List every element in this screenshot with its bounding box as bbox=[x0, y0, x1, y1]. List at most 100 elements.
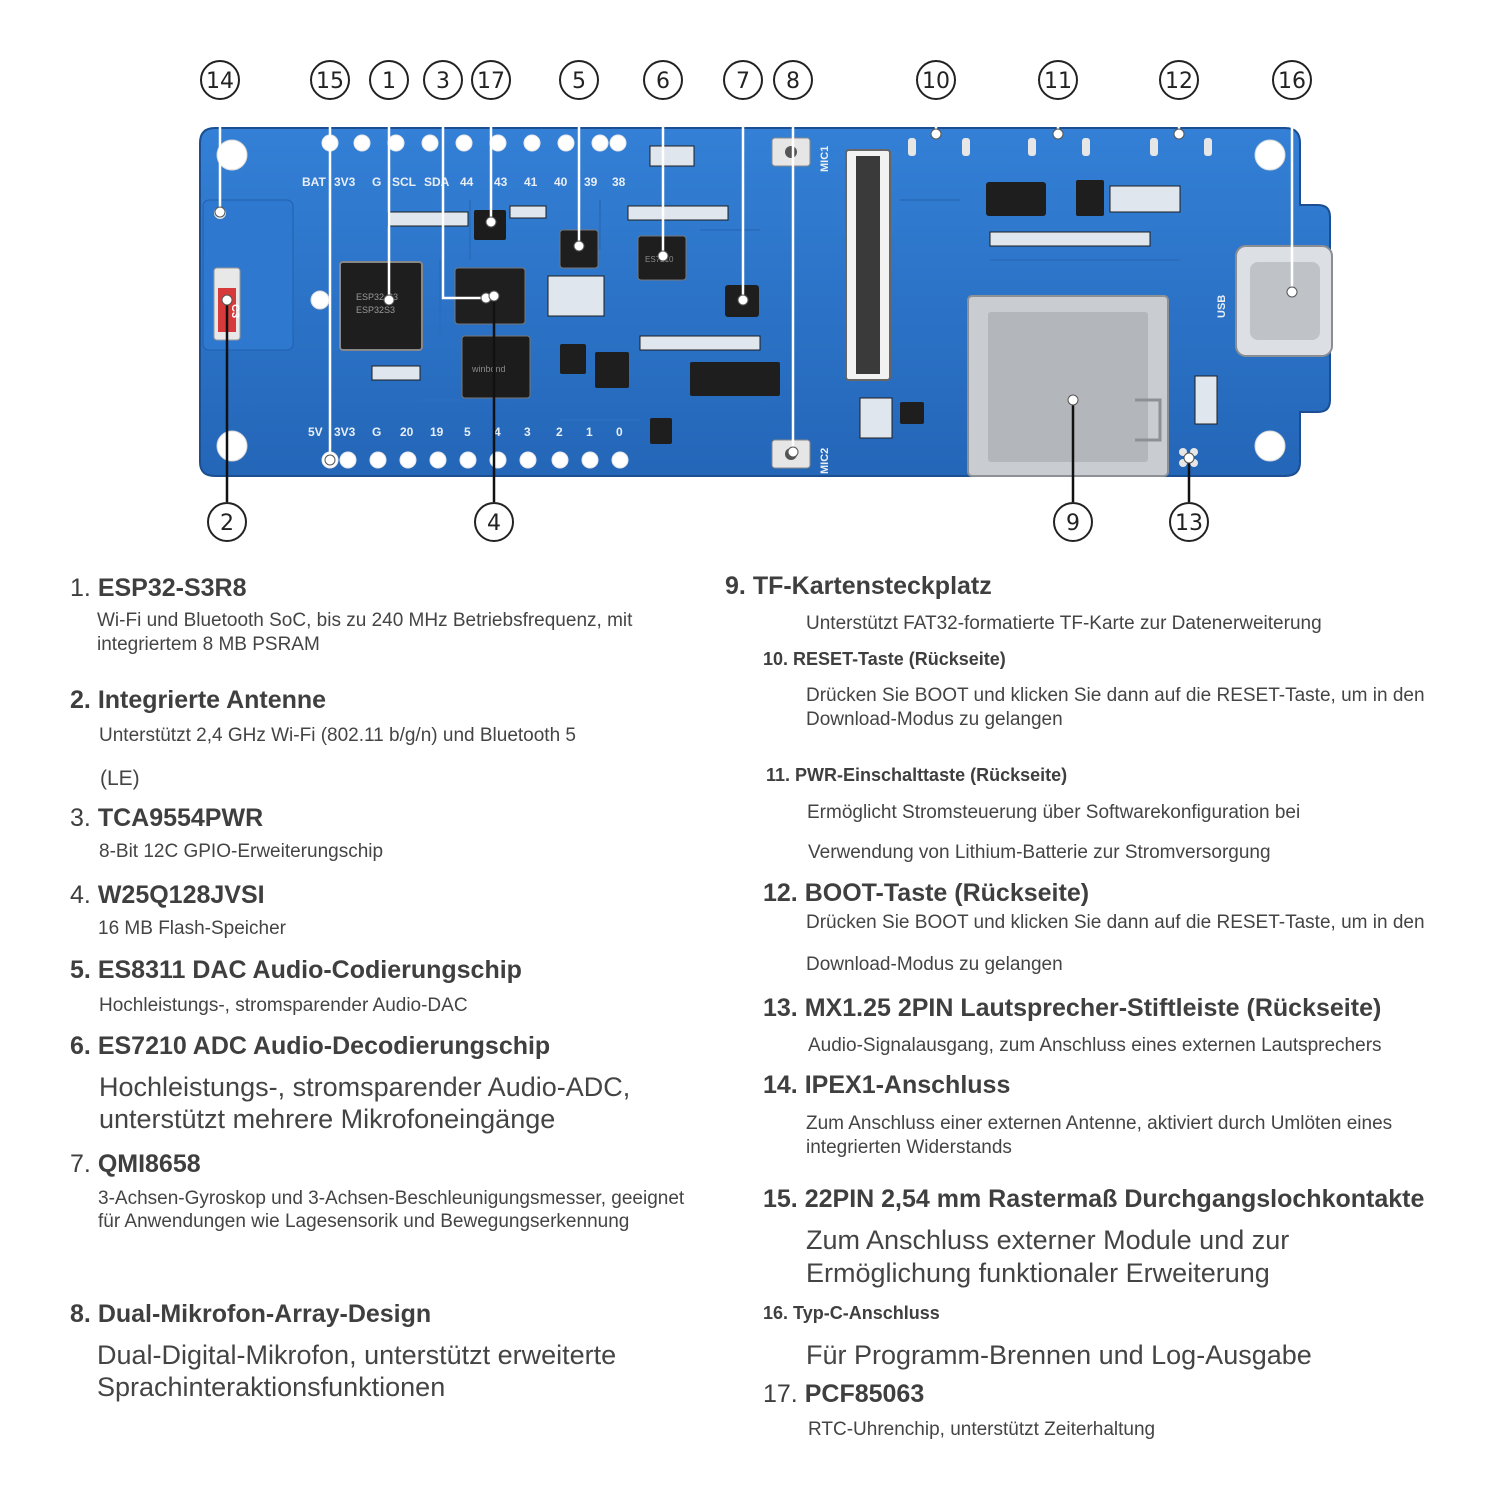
svg-text:1: 1 bbox=[586, 425, 593, 439]
feature-item-15: 15. 22PIN 2,54 mm Rastermaß Durchgangslo… bbox=[763, 1185, 1498, 1290]
item-number: 10. bbox=[763, 649, 789, 669]
item-description: 8-Bit 12C GPIO-Erweiterungschip bbox=[99, 841, 384, 862]
feature-item-12: 12. BOOT-Taste (Rückseite) Drücken Sie B… bbox=[763, 879, 1493, 976]
svg-text:16: 16 bbox=[1278, 69, 1306, 94]
callout-12: 12 bbox=[1159, 60, 1199, 100]
item-description: Audio-Signalausgang, zum Anschluss eines… bbox=[808, 1035, 1382, 1056]
svg-text:G: G bbox=[372, 175, 381, 189]
item-number: 11. bbox=[766, 765, 791, 785]
item-title: BOOT-Taste (Rückseite) bbox=[804, 879, 1090, 907]
usb-label: USB bbox=[1216, 295, 1228, 318]
svg-text:3: 3 bbox=[524, 425, 531, 439]
item-number: 3. bbox=[70, 804, 91, 832]
item-description: Unterstützt 2,4 GHz Wi-Fi (802.11 b/g/n)… bbox=[99, 725, 576, 746]
tf-card-slot bbox=[967, 295, 1169, 477]
item-description: 16 MB Flash-Speicher bbox=[98, 918, 286, 939]
callout-15: 15 bbox=[310, 60, 350, 100]
svg-text:14: 14 bbox=[206, 69, 234, 94]
svg-text:3V3: 3V3 bbox=[334, 175, 356, 189]
callout-3: 3 bbox=[423, 60, 463, 100]
callout-10: 10 bbox=[916, 60, 956, 100]
feature-item-1: 1. ESP32-S3R8 Wi-Fi und Bluetooth SoC, b… bbox=[70, 574, 710, 657]
item-description: Für Programm-Brennen und Log-Ausgabe bbox=[806, 1340, 1312, 1370]
item-title: Dual-Mikrofon-Array-Design bbox=[97, 1300, 432, 1328]
item-number: 13. bbox=[763, 994, 798, 1022]
svg-text:7: 7 bbox=[736, 69, 750, 94]
item-description-cont: Verwendung von Lithium-Batterie zur Stro… bbox=[808, 842, 1271, 863]
feature-item-9: 9. TF-Kartensteckplatz Unterstützt FAT32… bbox=[725, 572, 1485, 635]
item-title: QMI8658 bbox=[97, 1150, 201, 1178]
svg-text:2: 2 bbox=[556, 425, 563, 439]
feature-item-4: 4. W25Q128JVSI 16 MB Flash-Speicher bbox=[70, 881, 710, 940]
feature-item-14: 14. IPEX1-Anschluss Zum Anschluss einer … bbox=[763, 1071, 1493, 1160]
item-title: PWR-Einschalttaste (Rückseite) bbox=[795, 765, 1068, 785]
callout-1: 1 bbox=[369, 60, 409, 100]
leader-end-dots bbox=[214, 128, 1298, 466]
item-title: PCF85063 bbox=[804, 1380, 925, 1408]
item-number: 15. bbox=[763, 1185, 798, 1213]
item-title: RESET-Taste (Rückseite) bbox=[793, 649, 1006, 669]
item-description: Hochleistungs-, stromsparender Audio-DAC bbox=[99, 995, 468, 1016]
item-title: TCA9554PWR bbox=[97, 804, 264, 832]
feature-item-8: 8. Dual-Mikrofon-Array-Design Dual-Digit… bbox=[70, 1300, 710, 1403]
item-number: 17. bbox=[763, 1380, 798, 1408]
item-number: 7. bbox=[70, 1150, 91, 1178]
svg-text:BAT: BAT bbox=[302, 175, 326, 189]
svg-text:5: 5 bbox=[572, 69, 586, 94]
flash-chip: winbond bbox=[461, 335, 531, 399]
svg-text:2: 2 bbox=[220, 511, 234, 536]
item-description: Hochleistungs-, stromsparender Audio-ADC… bbox=[99, 1072, 631, 1134]
item-description: Dual-Digital-Mikrofon, unterstützt erwei… bbox=[97, 1340, 617, 1402]
passive-components bbox=[371, 145, 1218, 439]
misc-components bbox=[560, 180, 1104, 444]
item-description: Unterstützt FAT32-formatierte TF-Karte z… bbox=[806, 613, 1322, 634]
item-number: 4. bbox=[70, 881, 91, 909]
callout-2: 2 bbox=[207, 502, 247, 542]
item-number: 6. bbox=[70, 1032, 91, 1060]
svg-text:43: 43 bbox=[494, 175, 508, 189]
svg-text:6: 6 bbox=[656, 69, 670, 94]
feature-item-3: 3. TCA9554PWR 8-Bit 12C GPIO-Erweiterung… bbox=[70, 804, 710, 863]
item-number: 16. bbox=[763, 1303, 789, 1323]
item-title: Integrierte Antenne bbox=[97, 686, 327, 714]
feature-item-2: 2. Integrierte Antenne Unterstützt 2,4 G… bbox=[70, 686, 710, 791]
svg-text:4: 4 bbox=[494, 425, 501, 439]
mounting-holes bbox=[216, 139, 1286, 462]
callout-7: 7 bbox=[723, 60, 763, 100]
leader-lines bbox=[218, 100, 1294, 460]
svg-text:44: 44 bbox=[460, 175, 474, 189]
svg-text:12: 12 bbox=[1165, 69, 1193, 94]
svg-text:G: G bbox=[372, 425, 381, 439]
svg-text:5: 5 bbox=[464, 425, 471, 439]
svg-text:5V: 5V bbox=[308, 425, 323, 439]
speaker-header-pads bbox=[1179, 448, 1198, 467]
item-title: ES8311 DAC Audio-Codierungschip bbox=[97, 956, 522, 984]
silkscreen-top-labels: BAT 3V3 G SCL SDA 44 43 41 40 39 38 bbox=[302, 175, 626, 189]
svg-text:SDA: SDA bbox=[424, 175, 450, 189]
svg-text:41: 41 bbox=[524, 175, 538, 189]
svg-text:38: 38 bbox=[612, 175, 626, 189]
item-title: ES7210 ADC Audio-Decodierungschip bbox=[97, 1032, 551, 1060]
item-title: 22PIN 2,54 mm Rastermaß Durchgangslochko… bbox=[804, 1185, 1425, 1213]
fpc-connector bbox=[845, 149, 891, 381]
item-title: W25Q128JVSI bbox=[97, 881, 265, 909]
callout-14: 14 bbox=[200, 60, 240, 100]
callout-13: 13 bbox=[1169, 502, 1209, 542]
callout-6: 6 bbox=[643, 60, 683, 100]
item-title: Typ-C-Anschluss bbox=[793, 1303, 940, 1323]
callout-4: 4 bbox=[474, 502, 514, 542]
mic1-label: MIC1 bbox=[819, 146, 831, 172]
item-description: RTC-Uhrenchip, unterstützt Zeiterhaltung bbox=[808, 1419, 1156, 1440]
svg-text:4: 4 bbox=[487, 511, 501, 536]
feature-item-17: 17. PCF85063 RTC-Uhrenchip, unterstützt … bbox=[763, 1380, 1493, 1441]
feature-item-10: 10. RESET-Taste (Rückseite) Drücken Sie … bbox=[763, 649, 1493, 732]
board-diagram: BAT 3V3 G SCL SDA 44 43 41 40 39 38 5V 3… bbox=[199, 60, 1333, 542]
item-title: TF-Kartensteckplatz bbox=[752, 572, 992, 600]
leader-lines-lower bbox=[225, 296, 1191, 502]
feature-item-7: 7. QMI8658 3-Achsen-Gyroskop und 3-Achse… bbox=[70, 1150, 710, 1233]
svg-text:3V3: 3V3 bbox=[334, 425, 356, 439]
callout-16: 16 bbox=[1272, 60, 1312, 100]
svg-text:17: 17 bbox=[477, 69, 505, 94]
mic2-label: MIC2 bbox=[819, 448, 831, 474]
item-description-cont: Download-Modus zu gelangen bbox=[806, 954, 1063, 975]
